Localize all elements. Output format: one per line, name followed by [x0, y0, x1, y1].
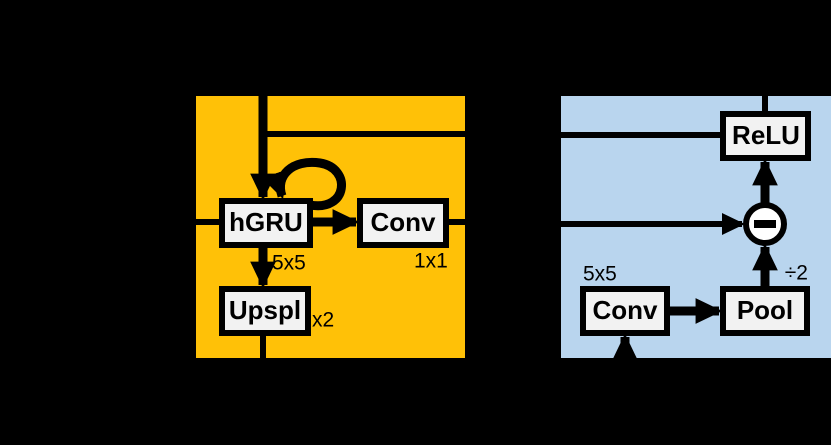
conv-top-node-box[interactable] — [357, 198, 449, 248]
pool-factor-label: ÷2 — [785, 262, 808, 285]
conv-bottom-node[interactable]: Conv — [580, 286, 670, 336]
upsample-node-label: Upspl — [229, 295, 301, 325]
relu-node[interactable]: ReLU — [720, 111, 811, 161]
kernel-5x5-left-label: 5x5 — [272, 252, 306, 275]
upsample-factor-label: x2 — [312, 309, 334, 332]
upsample-node-box[interactable] — [219, 286, 311, 336]
hgru-node[interactable]: hGRU — [219, 198, 313, 248]
hgru-node-label: hGRU — [229, 207, 303, 237]
relu-node-box[interactable] — [720, 111, 811, 161]
kernel-5x5-right-label: 5x5 — [583, 263, 617, 286]
conv-bottom-node-label: Conv — [593, 295, 659, 325]
conv-bottom-node-box[interactable] — [580, 286, 670, 336]
pool-node-label: Pool — [737, 295, 793, 325]
subtract-operator-node[interactable] — [743, 202, 787, 246]
left-panel-group: hGRU Conv Upspl 5x5 1x1 x2 — [196, 92, 470, 362]
upsample-node[interactable]: Upspl — [219, 286, 311, 336]
pool-node-box[interactable] — [720, 286, 810, 336]
kernel-1x1-label: 1x1 — [414, 250, 448, 273]
relu-node-label: ReLU — [732, 120, 800, 150]
recurrent-self-loop-edge — [262, 157, 346, 211]
hgru-node-box[interactable] — [219, 198, 313, 248]
conv-top-node-label: Conv — [371, 207, 437, 237]
right-panel-group: ReLU Conv Pool 5x5 ÷2 — [561, 92, 831, 362]
conv-top-node[interactable]: Conv — [357, 198, 449, 248]
pool-node[interactable]: Pool — [720, 286, 810, 336]
